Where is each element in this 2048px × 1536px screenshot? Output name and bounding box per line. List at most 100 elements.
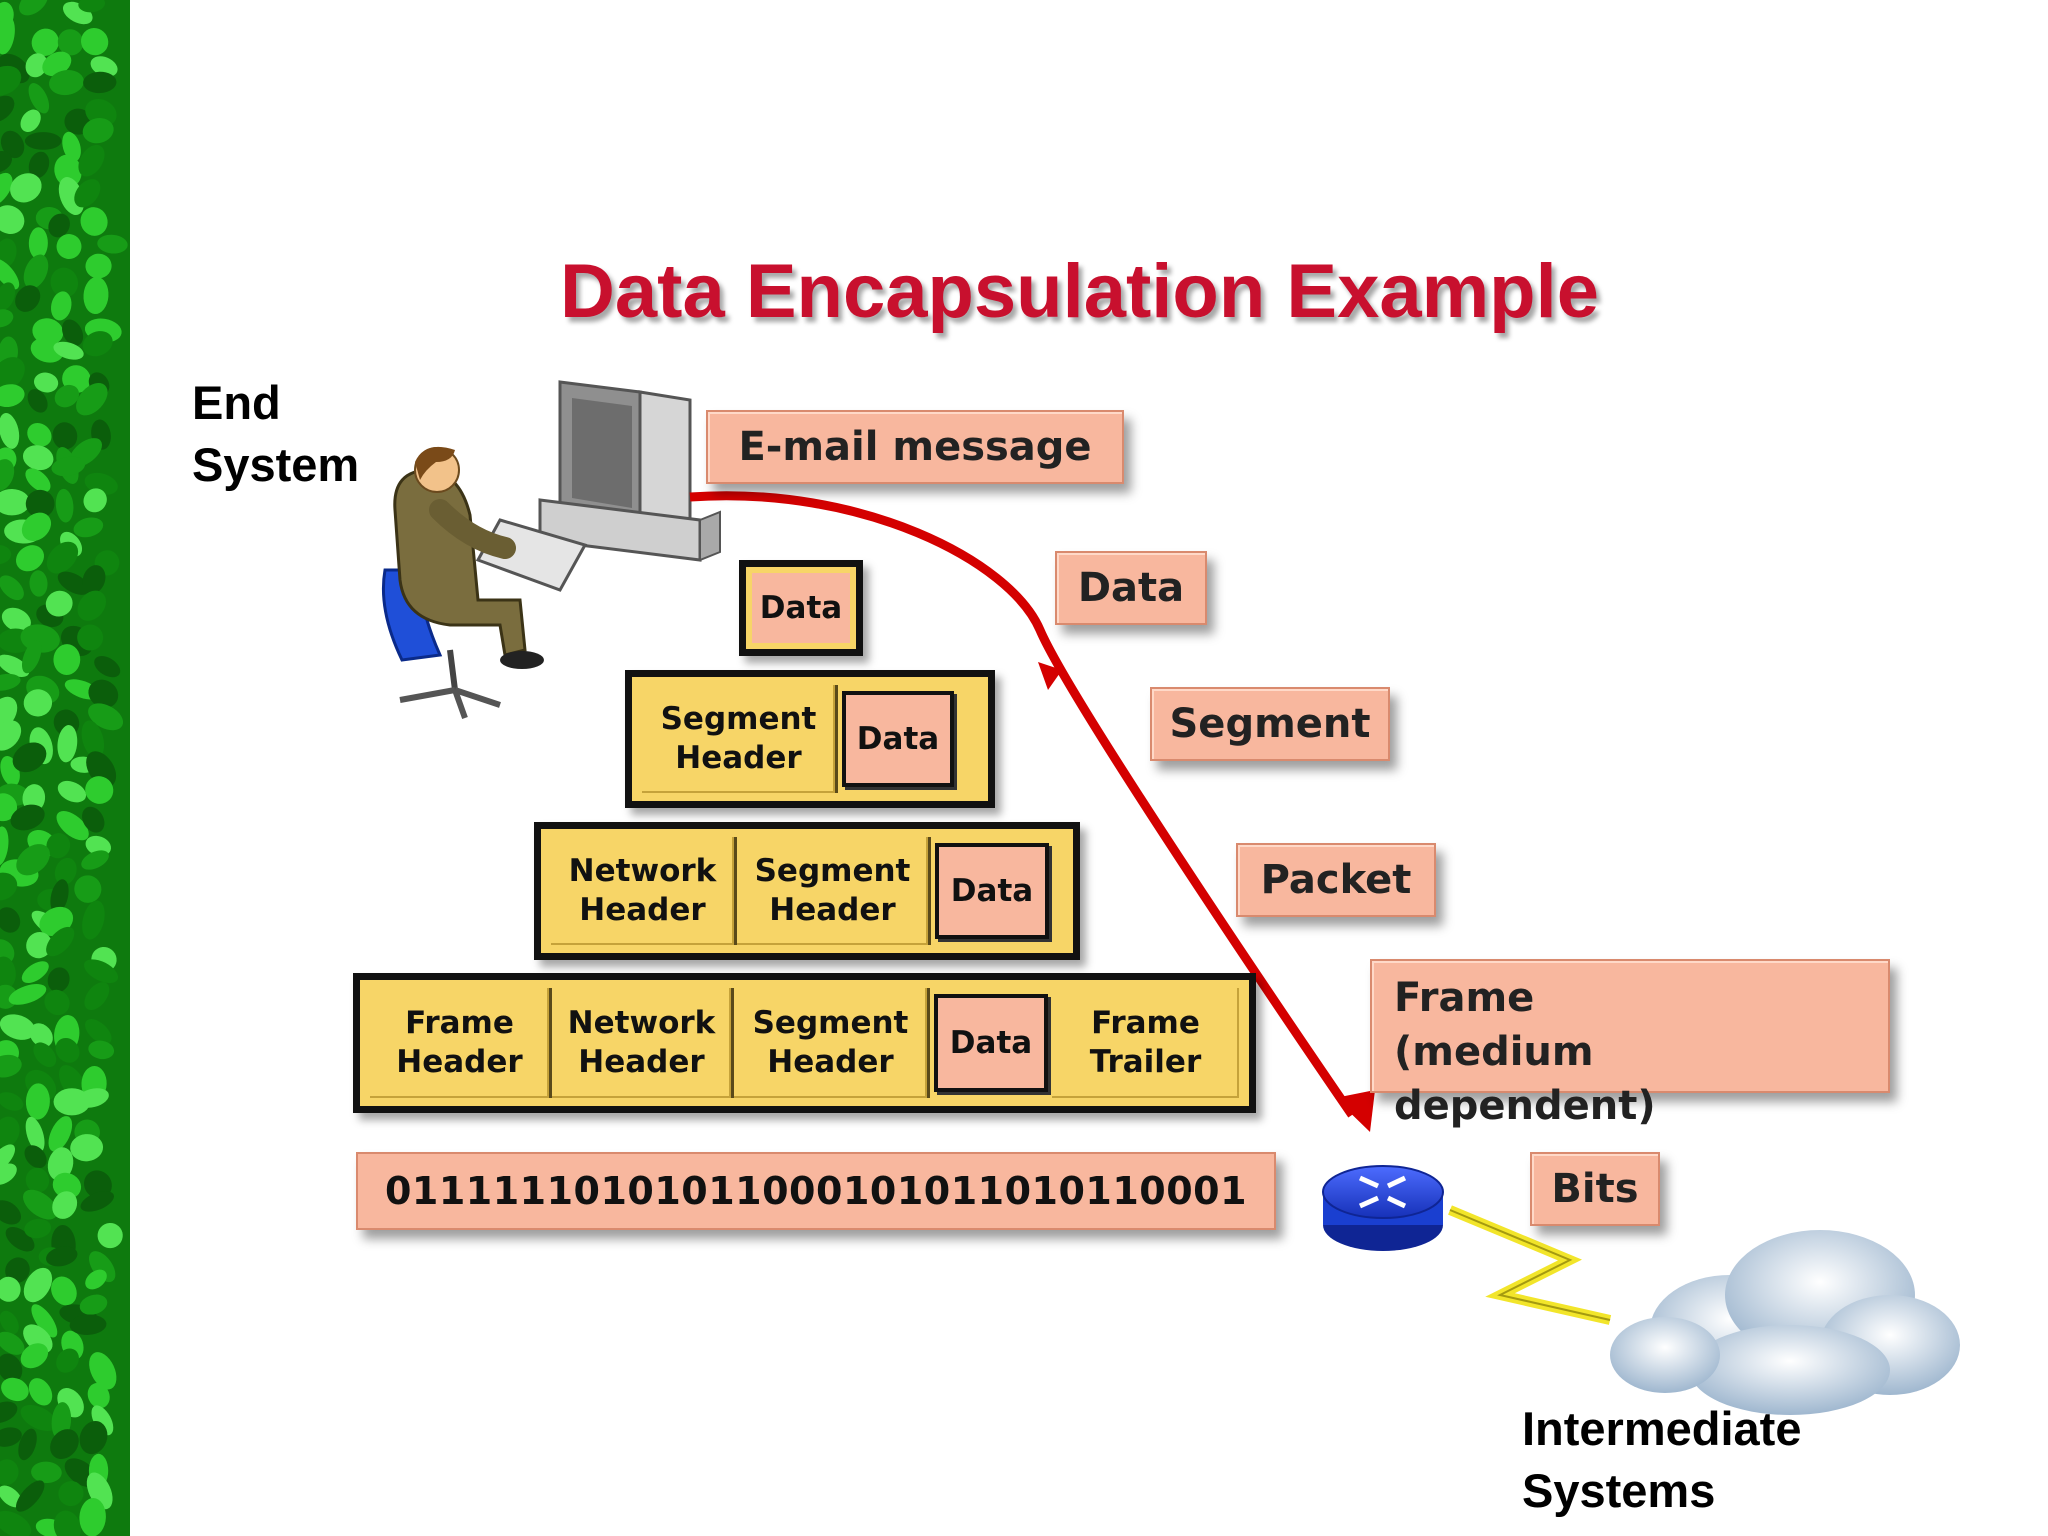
leaf-shape bbox=[54, 154, 82, 188]
leaf-shape bbox=[0, 1401, 18, 1424]
bits-layer-label: Bits bbox=[1530, 1152, 1660, 1226]
leaf-shape bbox=[28, 83, 50, 114]
leaf-shape bbox=[79, 1498, 106, 1536]
leaf-shape bbox=[57, 780, 87, 803]
leaf-shape bbox=[47, 1147, 74, 1181]
leaf-shape bbox=[85, 253, 112, 279]
leaf-shape bbox=[45, 590, 73, 617]
leaf-shape bbox=[80, 28, 109, 56]
bit-string: 01111110101011000101011010110001 bbox=[356, 1152, 1276, 1230]
leaf-shape bbox=[57, 725, 78, 763]
cloud-icon bbox=[1610, 1230, 1960, 1415]
leaf-shape bbox=[84, 982, 110, 1011]
frame-layer-label: Frame (medium dependent) bbox=[1370, 959, 1890, 1129]
leaf-shape bbox=[0, 654, 30, 677]
leaf-shape bbox=[54, 384, 80, 408]
leaf-shape bbox=[56, 234, 82, 260]
leaf-shape bbox=[82, 806, 105, 833]
leaf-shape bbox=[69, 1314, 107, 1335]
leaf-shape bbox=[20, 1343, 49, 1369]
email-message-label: E-mail message bbox=[706, 410, 1124, 484]
leaf-shape bbox=[83, 71, 117, 94]
leaf-shape bbox=[1, 607, 31, 632]
leaf-shape bbox=[8, 984, 47, 1005]
leaf-shape bbox=[19, 0, 48, 16]
leaf-shape bbox=[28, 227, 48, 260]
packet-layer-label: Packet bbox=[1236, 843, 1436, 917]
leaf-shape bbox=[34, 372, 59, 393]
leaf-shape bbox=[0, 357, 25, 391]
leaf-shape bbox=[52, 422, 78, 450]
leaf-shape bbox=[24, 132, 62, 150]
leaf-shape bbox=[52, 1172, 82, 1199]
segment-header-cell: Segment Header bbox=[734, 988, 930, 1098]
network-header-cell: Network Header bbox=[551, 837, 737, 945]
leaf-shape bbox=[0, 1331, 25, 1355]
leaf-shape bbox=[50, 291, 72, 321]
leaf-shape bbox=[23, 1189, 58, 1220]
leaf-shape bbox=[0, 282, 16, 311]
leaf-shape bbox=[73, 517, 104, 538]
leaf-shape bbox=[25, 468, 51, 493]
leaf-shape bbox=[51, 456, 86, 477]
leaf-border bbox=[0, 0, 130, 1536]
leaf-shape bbox=[44, 989, 70, 1016]
leaf-shape bbox=[29, 1023, 53, 1048]
leaf-shape bbox=[57, 29, 84, 56]
data-cell: Data bbox=[934, 994, 1048, 1092]
leaf-shape bbox=[0, 1427, 22, 1447]
leaf-shape bbox=[42, 51, 72, 77]
leaf-shape bbox=[77, 624, 104, 651]
leaf-shape bbox=[48, 213, 70, 238]
leaf-shape bbox=[83, 488, 107, 513]
leaf-shape bbox=[50, 1429, 79, 1459]
data-cell: Data bbox=[935, 843, 1049, 939]
leaf-shape bbox=[29, 570, 48, 597]
leaf-shape bbox=[28, 151, 50, 179]
leaf-shape bbox=[0, 1353, 23, 1383]
leaf-shape bbox=[0, 412, 20, 449]
serial-link-icon bbox=[1448, 1205, 1612, 1325]
leaf-shape bbox=[0, 1092, 24, 1111]
leaf-shape bbox=[0, 1163, 17, 1185]
leaf-shape bbox=[18, 1428, 37, 1461]
leaf-shape bbox=[5, 1227, 35, 1252]
leaf-shape bbox=[0, 1485, 22, 1508]
leaf-shape bbox=[50, 267, 79, 298]
leaf-shape bbox=[83, 276, 109, 315]
leaf-shape bbox=[49, 69, 84, 96]
leaf-shape bbox=[33, 1042, 57, 1068]
segment-header-cell: Segment Header bbox=[642, 685, 838, 793]
data-cell: Data bbox=[842, 691, 954, 787]
leaf-shape bbox=[20, 109, 41, 132]
leaf-shape bbox=[31, 28, 59, 56]
leaf-shape bbox=[90, 56, 118, 77]
leaf-shape bbox=[62, 319, 84, 346]
leaf-shape bbox=[53, 644, 81, 676]
leaf-shape bbox=[21, 512, 52, 542]
person-at-computer-icon bbox=[381, 380, 721, 720]
leaf-shape bbox=[88, 1040, 115, 1060]
leaf-shape bbox=[55, 1037, 80, 1063]
diagram-title: Data Encapsulation Example bbox=[560, 249, 1599, 334]
leaf-shape bbox=[58, 1481, 84, 1507]
leaf-shape bbox=[62, 131, 81, 162]
leaf-shape bbox=[56, 1348, 79, 1373]
leaf-shape bbox=[80, 1191, 114, 1212]
leaf-shape bbox=[0, 130, 25, 159]
leaf-shape bbox=[0, 1200, 21, 1225]
leaf-shape bbox=[46, 1246, 78, 1267]
leaf-shape bbox=[23, 254, 49, 289]
leaf-shape bbox=[50, 879, 69, 914]
segment-layer-label: Segment bbox=[1150, 687, 1390, 761]
leaf-shape bbox=[0, 575, 24, 601]
leaf-shape bbox=[53, 1510, 81, 1536]
leaf-shape bbox=[27, 389, 48, 413]
pyramid-row-frame: Frame Header Network Header Segment Head… bbox=[353, 973, 1256, 1113]
leaf-shape bbox=[28, 1378, 53, 1406]
leaf-shape bbox=[0, 826, 9, 866]
leaf-shape bbox=[83, 959, 119, 984]
leaf-shape bbox=[24, 1218, 52, 1239]
leaf-shape bbox=[47, 967, 70, 993]
